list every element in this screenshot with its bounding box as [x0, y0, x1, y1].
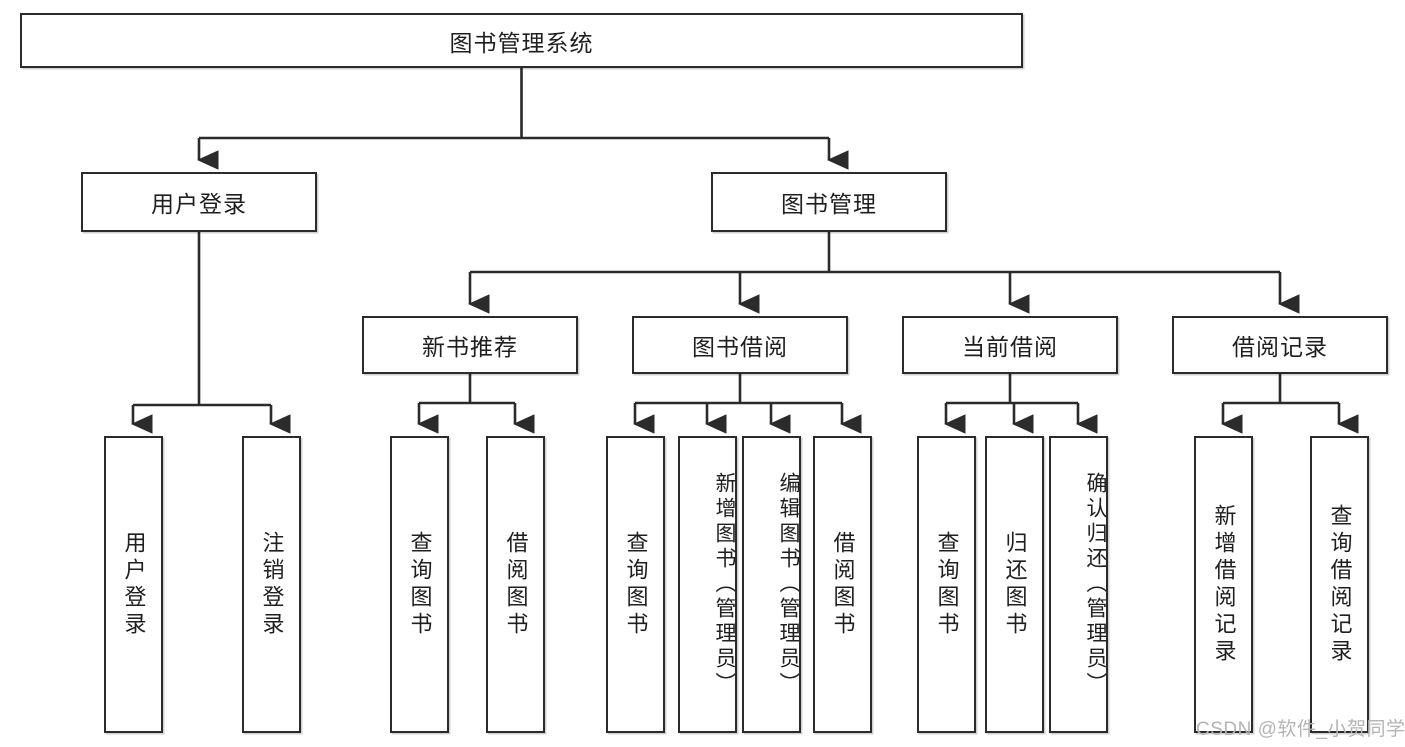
- leaf-add-book-admin[interactable]: 新增图书（管理员）: [678, 436, 737, 733]
- watermark-text: CSDN @软件_小贺同学: [1196, 719, 1405, 740]
- node-user-login[interactable]: 用户登录: [81, 172, 317, 232]
- leaf-query-borrow-record[interactable]: 查询借阅记录: [1310, 436, 1369, 733]
- leaf-user-login[interactable]: 用户登录: [104, 436, 163, 733]
- leaf-borrow-book-recommend[interactable]: 借阅图书: [486, 436, 545, 733]
- node-book-management[interactable]: 图书管理: [711, 172, 947, 232]
- leaf-query-book-recommend[interactable]: 查询图书: [390, 436, 449, 733]
- leaf-confirm-return-admin[interactable]: 确认归还（管理员）: [1049, 436, 1108, 733]
- leaf-add-borrow-record[interactable]: 新增借阅记录: [1194, 436, 1253, 733]
- leaf-query-book-current[interactable]: 查询图书: [917, 436, 976, 733]
- node-borrow-record[interactable]: 借阅记录: [1172, 316, 1388, 374]
- node-new-book-recommend[interactable]: 新书推荐: [362, 316, 578, 374]
- leaf-logout[interactable]: 注销登录: [242, 436, 301, 733]
- node-root[interactable]: 图书管理系统: [20, 13, 1023, 68]
- node-current-borrow[interactable]: 当前借阅: [902, 316, 1118, 374]
- leaf-edit-book-admin[interactable]: 编辑图书（管理员）: [742, 436, 801, 733]
- leaf-borrow-book[interactable]: 借阅图书: [813, 436, 872, 733]
- leaf-query-book-borrow[interactable]: 查询图书: [606, 436, 665, 733]
- node-book-borrow[interactable]: 图书借阅: [632, 316, 848, 374]
- leaf-return-book[interactable]: 归还图书: [985, 436, 1044, 733]
